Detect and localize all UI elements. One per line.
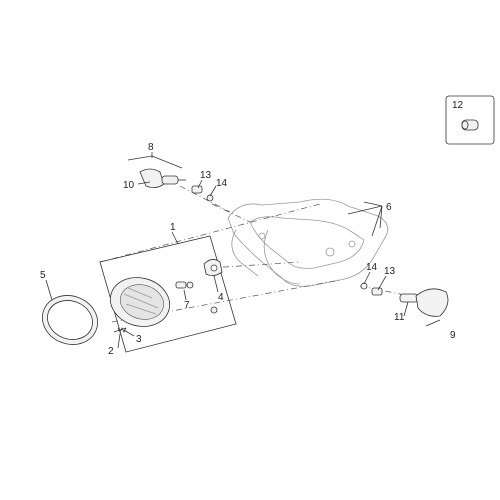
leader-13a (197, 179, 203, 189)
part-8-bracket (127, 155, 183, 169)
callout-12: 12 (452, 100, 464, 111)
callout-14-upper: 14 (216, 178, 228, 189)
leader-10 (137, 181, 151, 185)
part-8-socket (139, 168, 165, 188)
dash-line-1 (99, 203, 321, 263)
part-7-bulb-body (175, 281, 187, 289)
part-5-rim-inner (47, 300, 93, 340)
leader-1 (171, 231, 179, 245)
leader-5 (45, 279, 53, 301)
headlight-lens (109, 277, 171, 327)
part-1-headlight-group (99, 235, 237, 353)
dash-line-3 (179, 185, 231, 213)
part-4-screw (210, 306, 218, 314)
leader-6d (371, 205, 383, 237)
part-7-bulb (175, 281, 194, 289)
leader-13b (377, 275, 387, 291)
leader-3 (123, 329, 135, 337)
part-14-lower-nut (360, 282, 368, 290)
leader-9 (425, 319, 441, 327)
dash-line-5 (359, 285, 421, 299)
part-5-rim (42, 295, 98, 345)
part-14-upper-nut (206, 194, 214, 202)
lens-texture (123, 287, 159, 315)
part-10-bulb (161, 175, 179, 185)
part-4-socket-hole (210, 264, 218, 272)
part-4-socket (203, 259, 223, 314)
cover-screw-hole-1 (325, 247, 335, 257)
callout-labels: 1 2 3 4 5 6 7 8 9 10 11 12 13 13 14 14 (40, 100, 464, 357)
callout-8: 8 (148, 142, 154, 153)
leader-6c (379, 205, 383, 229)
part-13-14-upper (191, 185, 214, 202)
cover-left-edge (231, 229, 259, 277)
callout-5: 5 (40, 270, 46, 281)
part-2-screw (113, 327, 127, 333)
dash-line-4 (211, 203, 251, 223)
leader-6b (347, 205, 383, 215)
callout-13-upper: 13 (200, 170, 212, 181)
part-12-inset (445, 95, 495, 145)
part-13-14-lower (360, 282, 383, 296)
leader-lines (45, 152, 441, 349)
callout-11: 11 (394, 312, 405, 323)
part-1-group-frame (99, 235, 237, 353)
assembly-lines (99, 185, 421, 323)
leader-11 (403, 301, 409, 317)
leader-7 (183, 289, 187, 301)
callout-7: 7 (184, 300, 190, 311)
part-12-box (445, 95, 495, 145)
part-9-lens (415, 288, 449, 317)
part-13-lower-spacer (371, 287, 383, 296)
part-13-upper-spacer (191, 185, 203, 194)
leader-4 (213, 275, 219, 293)
cover-screw-hole-3 (258, 232, 266, 240)
callout-1: 1 (170, 222, 176, 233)
callout-14-lower: 14 (366, 262, 378, 273)
part-11-bulb (399, 293, 419, 303)
cover-screw-hole-2 (348, 240, 356, 248)
callout-6: 6 (386, 202, 392, 213)
cover-outer (227, 198, 389, 287)
cover-inner (249, 216, 365, 269)
lens-reflector (119, 284, 165, 320)
leader-6a (363, 201, 383, 207)
leader-14b (363, 271, 371, 285)
part-12-bulb-base (461, 120, 469, 130)
callout-2: 2 (108, 346, 114, 357)
callout-4: 4 (218, 292, 224, 303)
callout-10: 10 (123, 180, 135, 191)
dash-line-6 (209, 261, 301, 269)
callout-3: 3 (136, 334, 142, 345)
leader-14a (209, 185, 217, 197)
part-8-bulb-holder (127, 155, 186, 188)
part-9-turn-signal (399, 288, 449, 317)
callout-9: 9 (450, 330, 456, 341)
part-7-bulb-glass (186, 281, 194, 289)
callout-13-lower: 13 (384, 266, 396, 277)
cover-lamp-opening (263, 229, 301, 285)
leader-2 (117, 333, 121, 349)
handlebar-cover-outline (227, 198, 389, 287)
